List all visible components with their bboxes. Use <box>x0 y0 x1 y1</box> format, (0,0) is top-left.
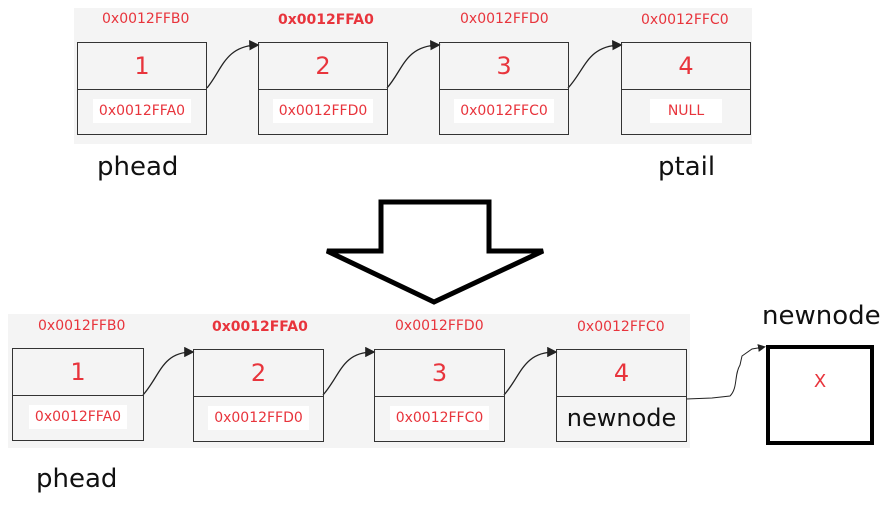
top-node-3-value: 3 <box>440 43 568 90</box>
top-node-1-value: 1 <box>78 43 206 90</box>
top-ptail-label: ptail <box>658 152 716 182</box>
bottom-node-3-next-cell: 0x0012FFC0 <box>375 395 504 441</box>
arrow-top-2-3 <box>386 40 441 89</box>
bottom-node-4: 4 newnode <box>556 349 687 442</box>
arrow-top-1-2 <box>206 40 260 89</box>
top-node-2-next: 0x0012FFD0 <box>272 99 374 123</box>
arrow-bottom-1-2 <box>142 346 195 396</box>
arrow-bottom-2-3 <box>322 346 376 396</box>
top-node-1: 1 0x0012FFA0 <box>77 42 207 135</box>
top-node-3-next: 0x0012FFC0 <box>454 99 554 123</box>
newnode-title-label: newnode <box>762 301 881 331</box>
bottom-node-2-next-cell: 0x0012FFD0 <box>194 395 323 441</box>
bottom-node-4-next: newnode <box>566 404 677 432</box>
arrow-bottom-3-4 <box>503 346 558 396</box>
bottom-phead-label: phead <box>36 464 118 494</box>
top-node-4-value: 4 <box>622 43 750 90</box>
big-down-arrow <box>325 199 545 305</box>
top-node-2-value: 2 <box>259 43 387 90</box>
top-node-2: 2 0x0012FFD0 <box>258 42 388 135</box>
bottom-node-1: 1 0x0012FFA0 <box>12 348 144 441</box>
bottom-node-2-next: 0x0012FFD0 <box>208 406 309 430</box>
top-node-2-next-cell: 0x0012FFD0 <box>259 88 387 134</box>
arrow-top-3-4 <box>567 40 623 89</box>
newnode-box: X <box>766 345 874 445</box>
bottom-node-1-next: 0x0012FFA0 <box>28 405 128 429</box>
top-node-3-next-cell: 0x0012FFC0 <box>440 88 568 134</box>
newnode-value: X <box>813 371 827 392</box>
bottom-node-3: 3 0x0012FFC0 <box>374 349 505 442</box>
top-node-3-address: 0x0012FFD0 <box>460 11 549 27</box>
top-node-4-address: 0x0012FFC0 <box>641 12 729 28</box>
bottom-node-3-value: 3 <box>375 350 504 397</box>
top-node-1-next-cell: 0x0012FFA0 <box>78 88 206 134</box>
bottom-node-1-address: 0x0012FFB0 <box>38 318 126 334</box>
top-node-4: 4 NULL <box>621 42 751 135</box>
top-node-4-next: NULL <box>649 99 723 123</box>
bottom-node-2-address: 0x0012FFA0 <box>212 319 308 335</box>
bottom-node-4-address: 0x0012FFC0 <box>577 319 665 335</box>
top-phead-label: phead <box>97 152 179 182</box>
bottom-node-2-value: 2 <box>194 350 323 397</box>
bottom-node-1-next-cell: 0x0012FFA0 <box>13 394 143 440</box>
top-node-1-address: 0x0012FFB0 <box>102 11 190 27</box>
bottom-node-4-next-cell: newnode <box>557 395 686 441</box>
bottom-node-1-value: 1 <box>13 349 143 396</box>
top-node-3: 3 0x0012FFC0 <box>439 42 569 135</box>
top-node-4-next-cell: NULL <box>622 88 750 134</box>
bottom-node-3-next: 0x0012FFC0 <box>389 406 490 430</box>
bottom-node-2: 2 0x0012FFD0 <box>193 349 324 442</box>
bottom-node-3-address: 0x0012FFD0 <box>395 318 484 334</box>
bottom-node-4-value: 4 <box>557 350 686 397</box>
top-node-1-next: 0x0012FFA0 <box>92 99 192 123</box>
top-node-2-address: 0x0012FFA0 <box>278 12 374 28</box>
arrow-to-newnode <box>685 344 766 400</box>
